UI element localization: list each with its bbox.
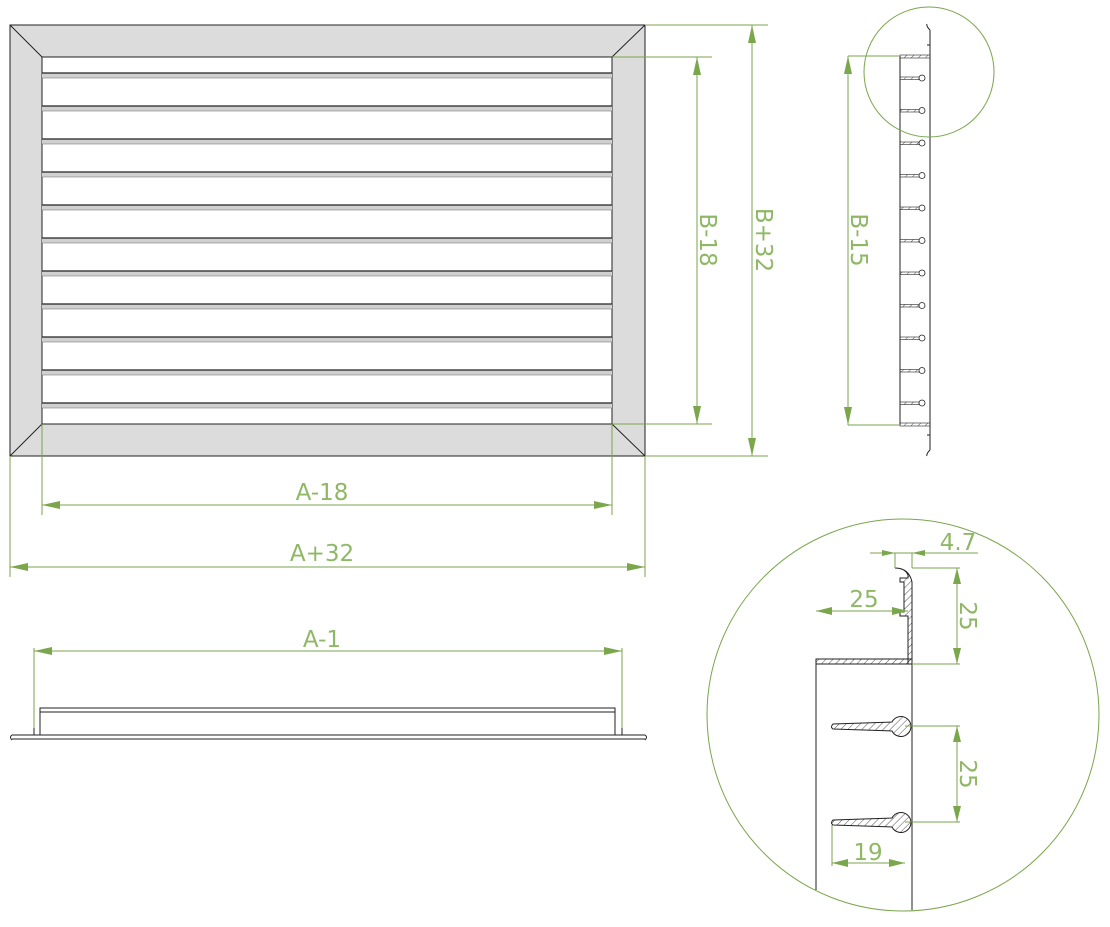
dim-label-a+32: A+32 <box>290 541 354 567</box>
side-blade <box>899 367 926 374</box>
side-blade <box>899 334 926 342</box>
louver-blade <box>42 72 612 79</box>
louver-blade <box>42 303 612 310</box>
dimension-inner-width: A-18 <box>41 424 613 515</box>
louver-blade <box>42 237 612 244</box>
dim-label-blade-width: 19 <box>853 840 882 866</box>
louver-blade <box>42 369 612 376</box>
side-blade <box>899 302 926 309</box>
side-blade <box>899 237 926 244</box>
dim-label-b+32: B+32 <box>750 208 776 272</box>
louver-blade <box>42 270 612 277</box>
dim-label-flange-height: 25 <box>954 601 980 630</box>
side-blade <box>899 269 926 277</box>
louver-blade <box>42 402 612 409</box>
bottom-view: A-1 <box>10 627 647 741</box>
side-blades <box>899 74 926 407</box>
louver-blade <box>42 336 612 343</box>
dim-label-a-18: A-18 <box>296 480 349 506</box>
detail-view: 4.7 25 25 25 19 <box>706 518 1100 912</box>
louver-blade <box>42 138 612 145</box>
dim-label-frame-depth: 25 <box>849 587 878 613</box>
louver-blade <box>42 105 612 112</box>
front-view <box>9 24 646 457</box>
dim-label-blade-pitch: 25 <box>954 759 980 788</box>
side-blade <box>899 399 926 407</box>
dim-label-a-1: A-1 <box>303 627 341 653</box>
side-blade <box>899 107 926 114</box>
side-view: B-15 <box>844 6 995 457</box>
louver-blade <box>42 171 612 178</box>
detail-callout-circle <box>863 6 995 138</box>
dim-label-b-18: B-18 <box>694 213 720 266</box>
dimension-inner-height: B-18 <box>612 56 720 425</box>
side-blade <box>899 139 926 147</box>
louver-blade <box>42 204 612 211</box>
louver-blades <box>42 72 612 409</box>
dim-label-b-15: B-15 <box>845 213 871 266</box>
side-blade <box>899 74 926 82</box>
dimension-outer-height: B+32 <box>645 24 776 457</box>
side-blade <box>899 204 926 212</box>
side-blade <box>899 172 926 179</box>
dim-label-4-7: 4.7 <box>940 530 977 556</box>
dimension-outer-width: A+32 <box>9 456 646 577</box>
